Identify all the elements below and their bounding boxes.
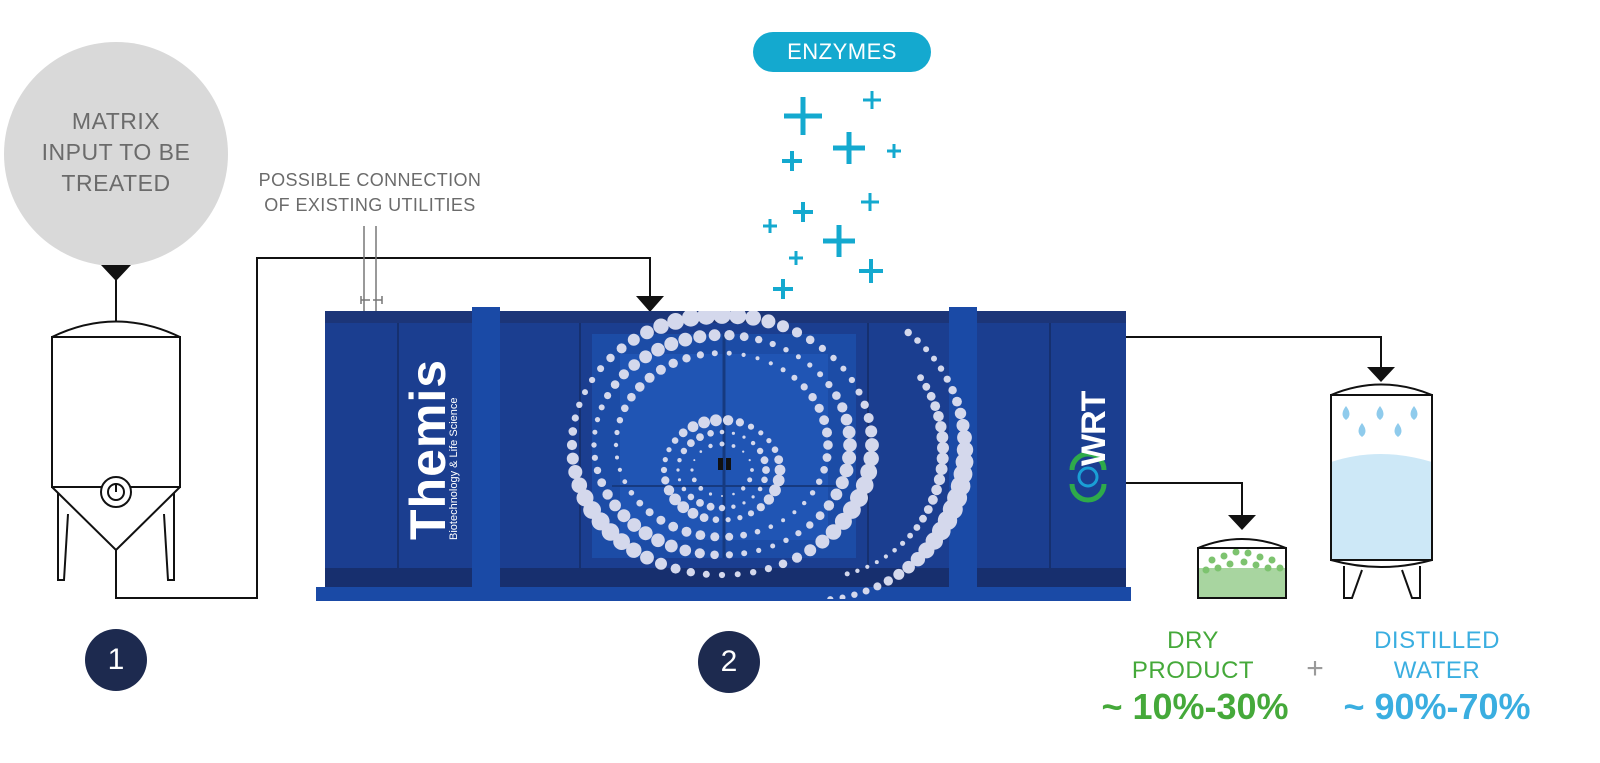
dry-outlet-pipe [1126,482,1243,515]
enzymes-badge: ENZYMES [753,32,931,72]
bubble-ring-icon [566,311,974,599]
arrow-down-icon [101,265,131,281]
pillar-left [472,307,500,595]
themis-brand: Themis [400,358,456,540]
step-1-badge: 1 [85,629,147,691]
step-2-badge: 2 [698,631,760,693]
themis-tagline: Biotechnology & Life Science [448,397,460,540]
matrix-label-line: INPUT TO BE [41,139,191,165]
dry-label-line: DRY [1167,627,1219,654]
enzyme-plus-icon [863,91,881,109]
matrix-input-circle [4,42,228,266]
enzyme-plus-icon [773,279,793,299]
dry-label-line: PRODUCT [1131,657,1255,684]
enzyme-plus-icon [823,225,855,257]
water-drop-icon [1394,423,1402,437]
water-drop-icon [1410,406,1418,420]
enzyme-plus-icon [833,132,865,164]
enzyme-plus-icon [763,219,777,233]
wrt-logo-icon [1069,451,1107,503]
water-outlet-pipe [1126,336,1382,367]
dry-product-label: DRY PRODUCT [1110,626,1276,686]
matrix-input-label: MATRIX INPUT TO BE TREATED [18,106,214,199]
feed-pipe [115,257,651,599]
enzyme-plus-icon [782,151,802,171]
distilled-water-percent: ~ 90%-70% [1343,686,1531,727]
dry-product-percent: ~ 10%-30% [1101,686,1289,727]
enzyme-plus-icon [887,144,901,158]
matrix-label-line: MATRIX [71,108,161,134]
enzyme-plus-icon [784,97,822,135]
machine-container [316,307,1131,601]
matrix-label-line: TREATED [61,170,171,196]
utilities-label-line: POSSIBLE CONNECTION [258,170,482,190]
wrt-logo-text: WRT [1075,391,1113,466]
arrow-down-icon [1367,367,1395,382]
utilities-label: POSSIBLE CONNECTION OF EXISTING UTILITIE… [232,168,508,218]
enzyme-plus-group [763,91,901,299]
water-label-line: DISTILLED [1374,627,1500,654]
water-drop-icon [1376,406,1384,420]
arrow-down-icon [636,296,664,312]
door-handle [718,458,723,470]
container-base [316,587,1131,601]
water-label-line: WATER [1393,657,1481,684]
valve-icon [100,476,132,508]
utilities-pipes [360,226,383,312]
enzyme-plus-icon [859,259,883,283]
enzyme-plus-icon [861,193,879,211]
container-bottom-rail [325,568,1126,588]
water-drop-icon [1342,406,1350,420]
distilled-water-label: DISTILLED WATER [1342,626,1532,686]
enzyme-plus-icon [789,251,803,265]
utilities-label-line: OF EXISTING UTILITIES [264,195,476,215]
arrow-down-icon [1228,515,1256,530]
plus-sign: + [1306,652,1324,685]
dry-product-container [1197,538,1287,599]
tank-icon [51,320,181,581]
water-tank-icon [1330,383,1433,599]
door-handle [726,458,731,470]
water-drop-icon [1358,423,1366,437]
enzyme-plus-icon [793,202,813,222]
